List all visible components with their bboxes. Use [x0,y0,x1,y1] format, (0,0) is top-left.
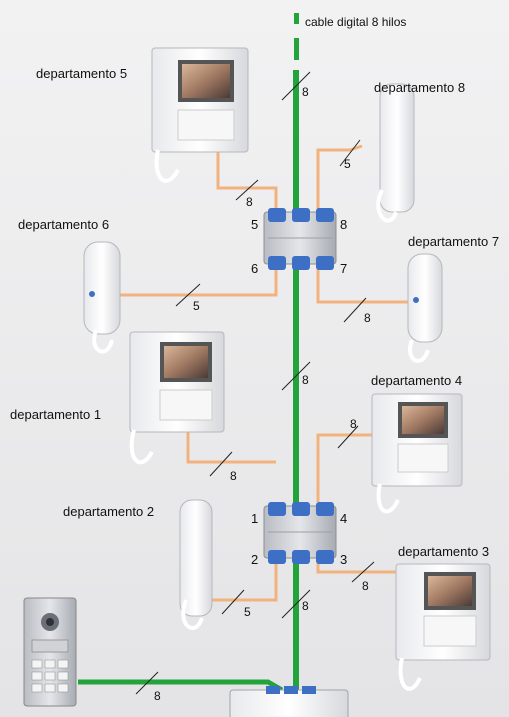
bus-distributor-icon [263,208,337,270]
port-1: 1 [251,511,259,526]
wire-count-d4: 8 [350,417,357,431]
wire-count-bus-bottom: 8 [302,599,309,613]
wire-count-d7: 8 [364,311,371,325]
wire-count-d6: 5 [193,299,200,313]
port-4: 4 [340,511,348,526]
label-departamento-8: departamento 8 [374,80,466,95]
port-6: 6 [251,261,259,276]
label-departamento-4: departamento 4 [371,373,463,388]
video-monitor-icon [151,47,249,183]
cable-d4 [316,433,372,502]
port-8: 8 [340,217,348,232]
label-departamento-1: departamento 1 [10,407,102,422]
label-departamento-3: departamento 3 [398,544,490,559]
video-monitor-icon [129,331,225,465]
wire-count-d5: 8 [246,195,253,209]
port-3: 3 [340,552,348,567]
intercom-handset-icon [376,83,415,223]
wire-count-bus-middle: 8 [302,373,309,387]
label-departamento-7: departamento 7 [408,234,500,249]
cable-d2 [206,555,278,602]
power-supply-icon [229,686,349,717]
wire-count-bus-top: 8 [302,85,309,99]
port-7: 7 [340,261,348,276]
label-departamento-2: departamento 2 [63,504,155,519]
wire-count-d1: 8 [230,469,237,483]
video-monitor-icon [371,393,463,514]
cable-d8 [316,144,363,212]
wire-count-slashes [135,71,375,695]
cable-d1 [186,430,276,464]
wire-count-d8: 5 [344,157,351,171]
intercom-handset-icon [407,253,443,363]
door-entry-panel-icon [23,597,77,707]
video-monitor-icon [395,563,491,691]
cable-d6 [118,262,278,297]
bus-distributor-icon [263,502,337,564]
cable-d7 [316,262,408,304]
intercom-handset-icon [179,499,213,630]
wire-count-panel: 8 [154,689,161,703]
label-departamento-6: departamento 6 [18,217,110,232]
intercom-handset-icon [83,241,121,354]
wire-count-d2: 5 [244,605,251,619]
legend-label: cable digital 8 hilos [305,15,407,29]
port-5: 5 [251,217,259,232]
cable-panel [78,679,284,693]
port-2: 2 [251,552,259,567]
label-departamento-5: departamento 5 [36,66,128,81]
cable-d5 [216,150,278,208]
wire-count-d3: 8 [362,579,369,593]
